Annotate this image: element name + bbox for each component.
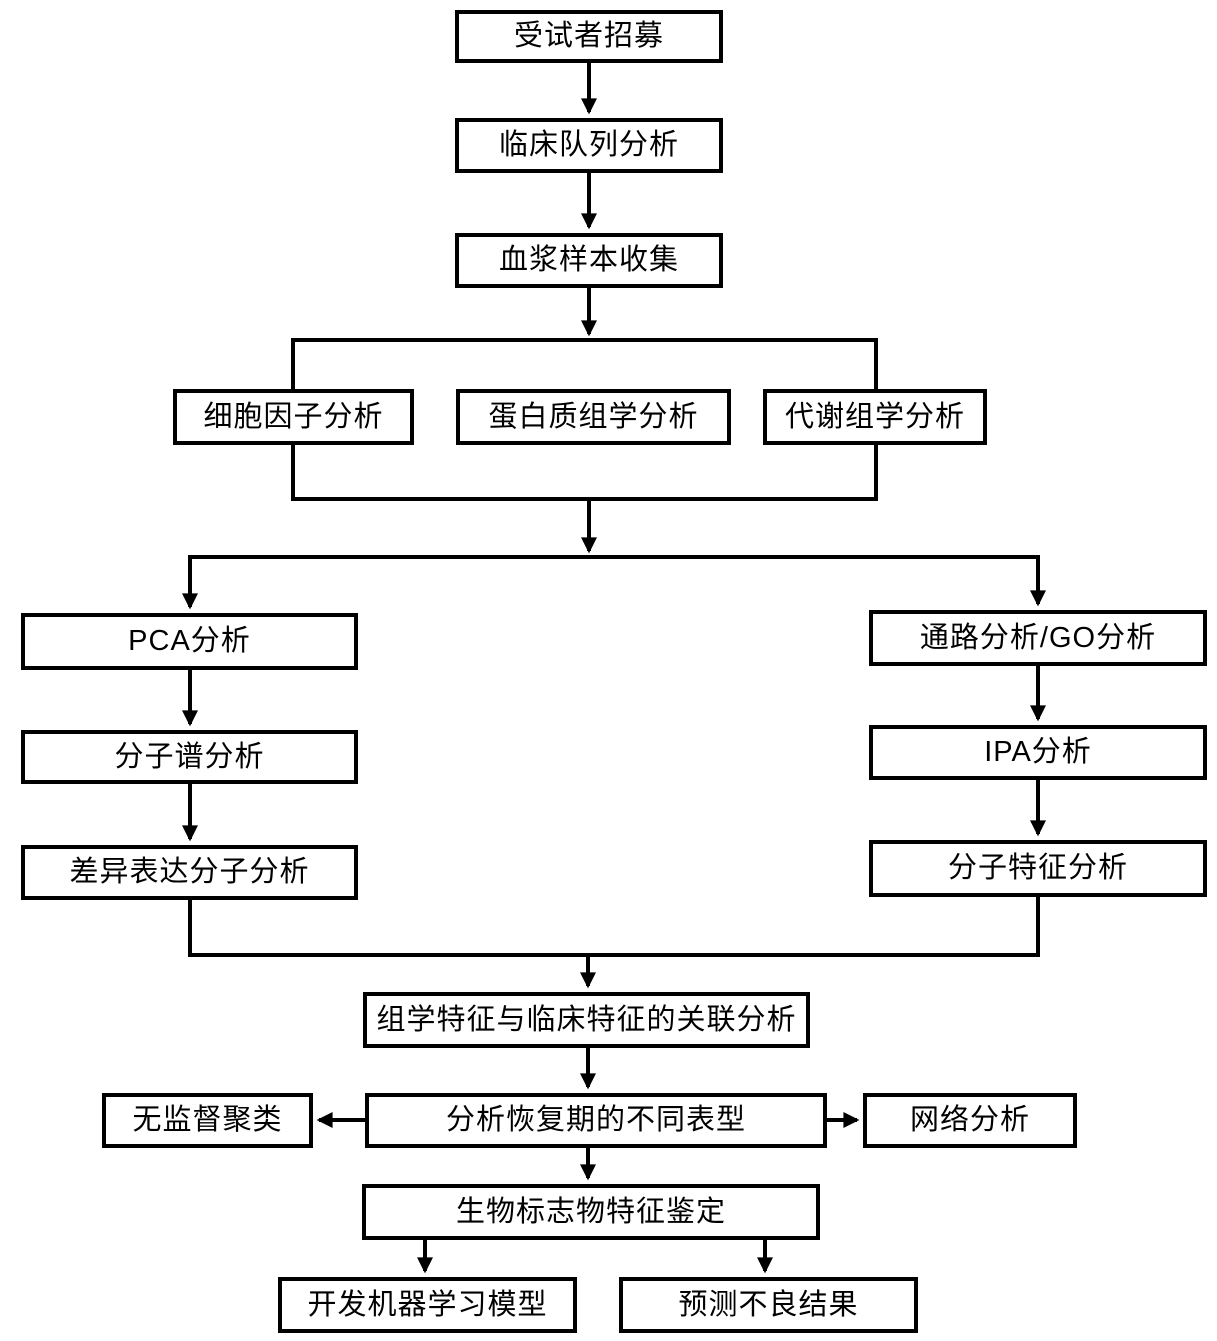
- node-pathway-go-analysis: 通路分析/GO分析: [869, 610, 1207, 666]
- node-ipa-analysis: IPA分析: [869, 725, 1207, 780]
- node-molecular-feature-analysis: 分子特征分析: [869, 840, 1207, 897]
- node-network-analysis: 网络分析: [863, 1093, 1077, 1148]
- node-molecular-profile-analysis: 分子谱分析: [21, 730, 358, 784]
- node-plasma-sample-collection: 血浆样本收集: [455, 233, 723, 288]
- node-recovery-phenotype-analysis: 分析恢复期的不同表型: [365, 1093, 827, 1148]
- node-differential-expression-analysis: 差异表达分子分析: [21, 845, 358, 900]
- node-metabolomics-analysis: 代谢组学分析: [763, 389, 987, 445]
- node-clinical-cohort-analysis: 临床队列分析: [455, 118, 723, 173]
- node-cytokine-analysis: 细胞因子分析: [173, 389, 414, 445]
- node-pca-analysis: PCA分析: [21, 613, 358, 670]
- node-biomarker-signature-identification: 生物标志物特征鉴定: [362, 1184, 820, 1240]
- node-omics-clinical-association-analysis: 组学特征与临床特征的关联分析: [363, 992, 810, 1048]
- node-proteomics-analysis: 蛋白质组学分析: [456, 389, 731, 445]
- node-unsupervised-clustering: 无监督聚类: [102, 1093, 313, 1148]
- node-predict-adverse-outcomes: 预测不良结果: [619, 1277, 918, 1333]
- node-subject-recruitment: 受试者招募: [455, 10, 723, 63]
- node-develop-machine-learning-model: 开发机器学习模型: [278, 1277, 577, 1333]
